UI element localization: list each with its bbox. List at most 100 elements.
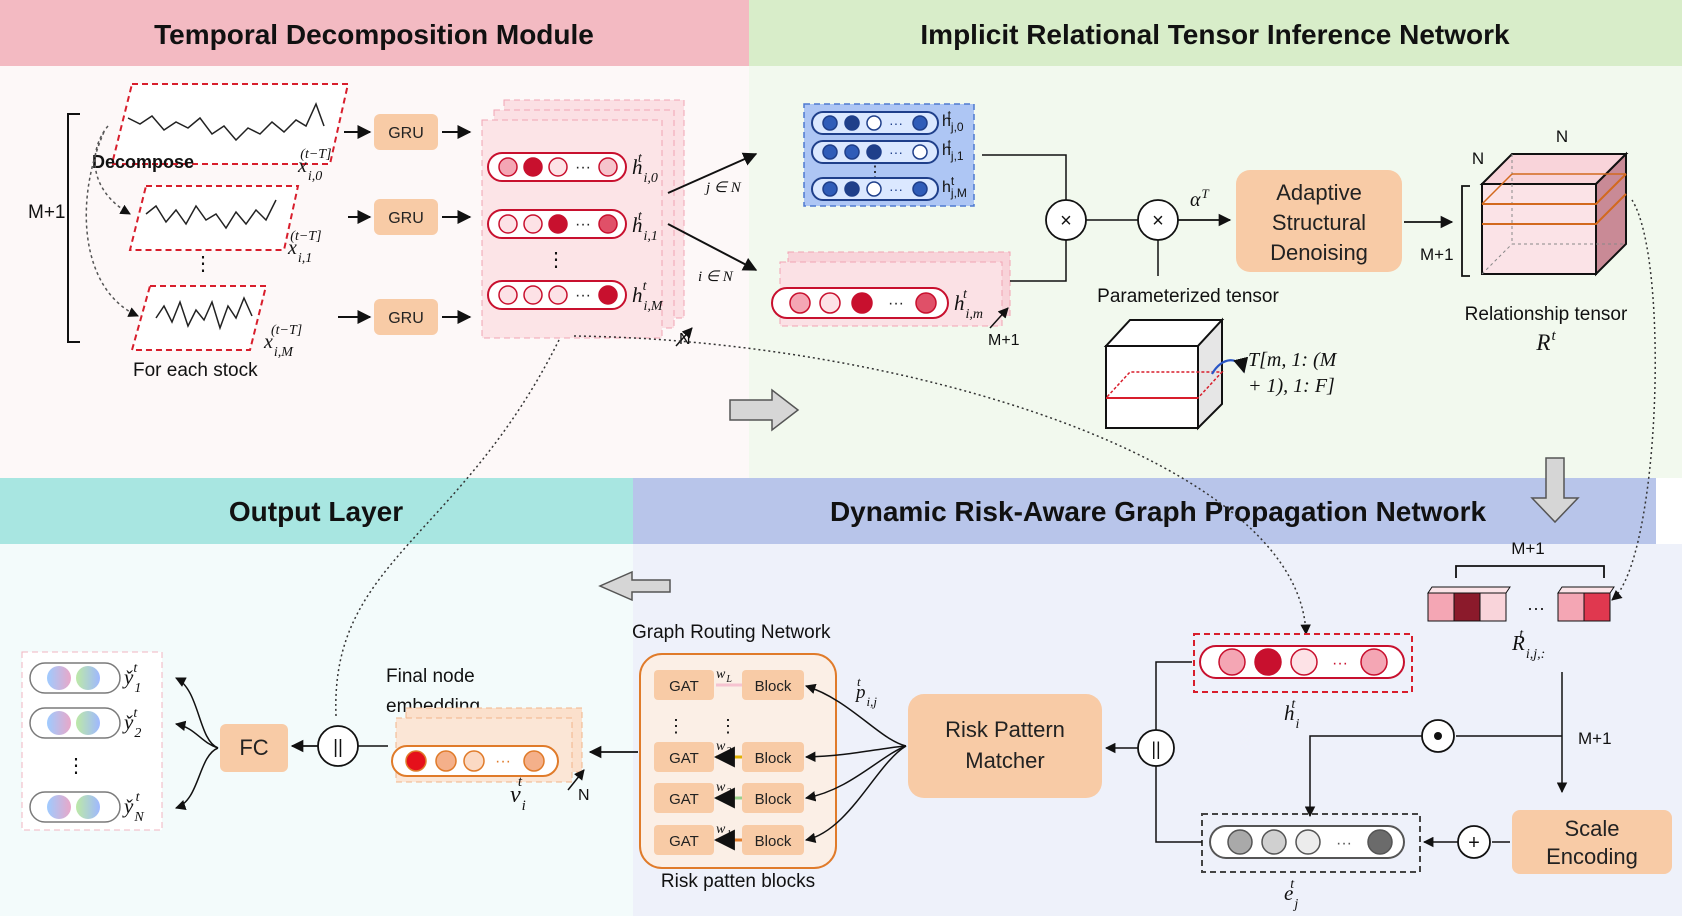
route-row-L: GAT wL Block — [654, 667, 804, 700]
block-label-2: Block — [755, 791, 792, 808]
gat-label-3: GAT — [669, 750, 699, 767]
multiply-symbol-2: × — [1152, 210, 1164, 232]
gat-ellipsis: ⋮ — [667, 716, 685, 736]
j-in-n-label: j ∈ N — [704, 180, 742, 196]
tensor-n-side: N — [1472, 149, 1484, 168]
hi-vector: ··· — [1199, 645, 1405, 679]
route-row-1: GAT w1 Block — [654, 822, 804, 855]
graph-routing-container — [639, 653, 837, 869]
svg-text:···: ··· — [575, 287, 591, 304]
h-label-1: hi,1t — [632, 209, 658, 244]
scale-encoding-box — [1512, 810, 1672, 874]
w-ellipsis: ⋮ — [719, 716, 737, 736]
add-symbol: + — [1468, 832, 1480, 854]
gru-block-2: GRU — [338, 299, 472, 335]
block-label-3: Block — [755, 750, 792, 767]
fan-arrow-2 — [804, 745, 907, 802]
him-vector: ··· — [771, 287, 949, 319]
decompose-label: Decompose — [92, 152, 194, 172]
rij-label: Ri,j,:t — [1511, 627, 1545, 662]
v-label: vit — [510, 774, 526, 814]
y-label-n: y̌Nt — [122, 790, 144, 825]
hi-frame — [1193, 633, 1413, 693]
adaptive-line-3: Denoising — [1270, 240, 1368, 265]
series-frame-1 — [128, 185, 300, 251]
hj-vector-2: ··· — [811, 177, 939, 201]
svg-text:···: ··· — [575, 216, 591, 233]
p-label: pi,jt — [854, 674, 877, 709]
prediction-ellipsis: ⋮ — [66, 755, 86, 777]
ej-vector: ··· — [1209, 825, 1405, 859]
hj-ellipsis: ⋮ — [867, 164, 883, 181]
y-label-2: y̌2t — [122, 706, 141, 741]
r-label: Rt — [1535, 328, 1556, 355]
series-line-0 — [127, 102, 325, 142]
arrow-to-hj — [667, 152, 758, 194]
fc-box — [220, 724, 288, 772]
n-arrow-temporal — [675, 327, 693, 347]
hidden-vector-0: ··· — [487, 152, 627, 182]
tensor-side-brace — [1461, 185, 1470, 277]
prediction-1 — [29, 662, 121, 694]
risk-pattern-line-1: Risk Pattern — [945, 717, 1065, 742]
svg-text:···: ··· — [889, 115, 903, 131]
flow-arrow-right — [729, 388, 800, 432]
tensor-index-line-1: T[m, 1: (M — [1248, 349, 1338, 371]
svg-text:···: ··· — [889, 181, 903, 197]
hidden-ellipsis: ⋮ — [546, 249, 566, 271]
param-tensor-label: Parameterized tensor — [1097, 286, 1279, 307]
hidden-vector-1: ··· — [487, 209, 627, 239]
risk-blocks-label: Risk patten blocks — [661, 871, 815, 892]
h-label-0: hi,0t — [632, 151, 658, 186]
risk-pattern-line-2: Matcher — [965, 748, 1044, 773]
v-vector: ··· — [391, 745, 559, 777]
gru-label-2: GRU — [388, 310, 424, 327]
m-plus-1-right: M+1 — [1578, 729, 1612, 748]
scale-encoding-line-1: Scale — [1564, 816, 1619, 841]
i-in-n-label: i ∈ N — [698, 269, 734, 285]
prediction-n — [29, 791, 121, 823]
for-each-stock-label: For each stock — [133, 360, 258, 381]
svg-text:···: ··· — [889, 144, 903, 160]
fc-label: FC — [239, 735, 268, 760]
him-to-mult — [1010, 240, 1067, 282]
svg-text:···: ··· — [495, 753, 511, 770]
series-frame-2 — [130, 285, 268, 351]
odot-to-ej — [1304, 735, 1422, 818]
hi-label: hit — [1284, 697, 1300, 732]
concat-symbol-propagation: || — [1151, 739, 1160, 759]
x-label-2: xi,M(t−T] — [263, 323, 302, 360]
fan-arrow-1 — [804, 745, 907, 844]
temporal-module: M+1 Decompose ⋮ For each stock xi,0(t−T]… — [28, 83, 800, 432]
tensor-index-line-2: + 1), 1: F] — [1248, 375, 1335, 397]
gru-block-0: GRU — [344, 114, 472, 150]
rij-brace — [1455, 565, 1605, 578]
block-label-L: Block — [755, 678, 792, 695]
route-row-3: GAT w3 Block — [654, 739, 804, 772]
output-header: Output Layer — [229, 496, 403, 527]
gat-label-2: GAT — [669, 791, 699, 808]
temporal-header: Temporal Decomposition Module — [154, 19, 594, 50]
series-frame-0 — [110, 83, 350, 165]
parameterized-tensor-cube — [1103, 317, 1249, 431]
adaptive-denoising-box — [1236, 170, 1402, 272]
relationship-tensor-label: Relationship tensor — [1465, 304, 1628, 325]
ej-label: ejt — [1284, 877, 1298, 912]
gru-label-0: GRU — [388, 125, 424, 142]
hidden-vector-2: ··· — [487, 280, 627, 310]
n-arrow-output — [567, 769, 585, 791]
series-line-1 — [145, 199, 277, 230]
hj-label-2: hj,Mt — [942, 174, 967, 200]
hadamard-dot — [1434, 732, 1442, 740]
propagation-module: M+1 ··· Ri,j,:t M+1 Scale Encoding + — [588, 539, 1672, 912]
fc-arrow-1 — [175, 677, 219, 749]
rij-m-plus-1: M+1 — [1511, 539, 1545, 558]
inference-module: ··· ··· ⋮ ··· hj,0t hj,1t hj,Mt — [771, 103, 1629, 524]
ej-frame — [1201, 813, 1421, 873]
fc-arrow-n — [175, 747, 219, 810]
concat-symbol-output: || — [333, 737, 343, 758]
m-arrow-inference — [989, 307, 1009, 329]
adaptive-line-1: Adaptive — [1276, 180, 1362, 205]
